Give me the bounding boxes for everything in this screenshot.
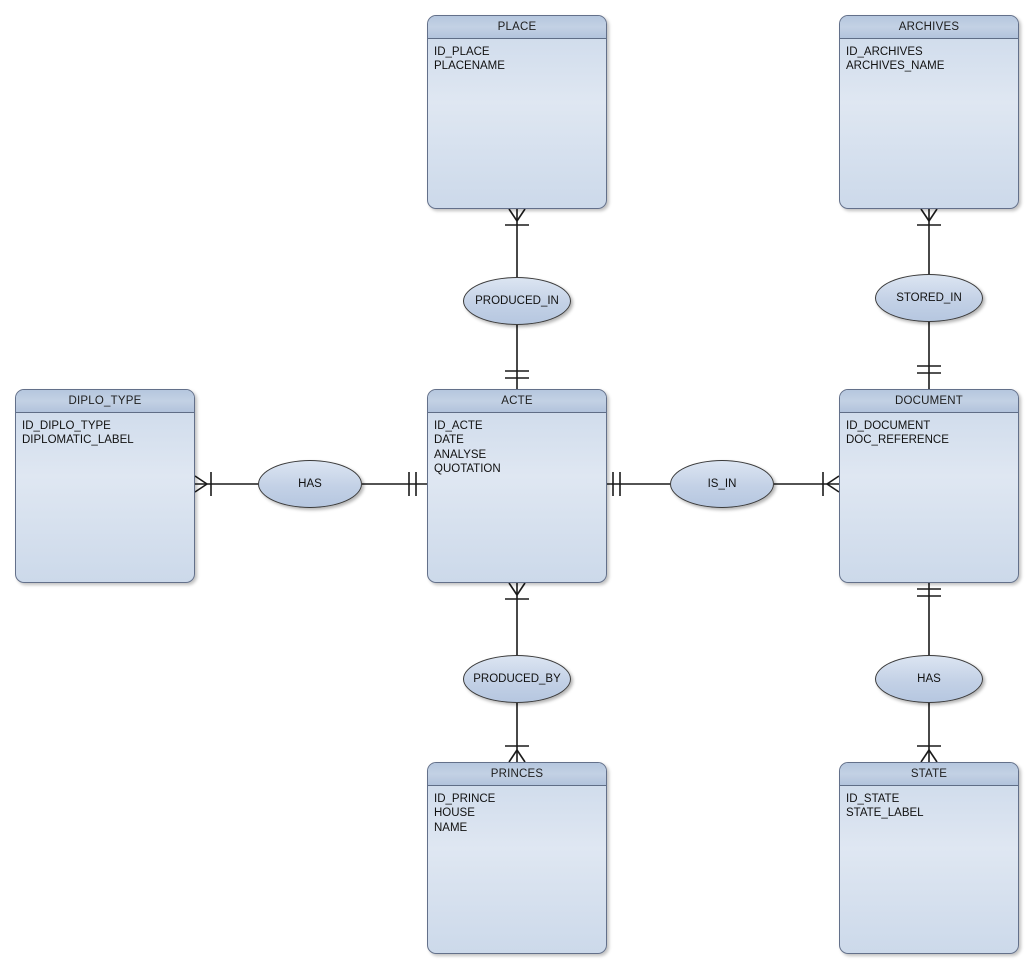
crowfoot-acte-bottom <box>508 582 526 596</box>
entity-title-document: DOCUMENT <box>840 390 1018 413</box>
entity-attributes-place: ID_PLACE PLACENAME <box>428 39 606 74</box>
entity-diplo-type[interactable]: DIPLO_TYPE ID_DIPLO_TYPE DIPLOMATIC_LABE… <box>15 389 195 583</box>
attribute: ID_DOCUMENT <box>846 420 931 432</box>
entity-attributes-acte: ID_ACTE DATE ANALYSE QUOTATION <box>428 413 606 476</box>
attribute: ID_DIPLO_TYPE <box>22 420 111 432</box>
attribute: QUOTATION <box>434 462 501 475</box>
relationship-is-in[interactable]: IS_IN <box>670 460 774 508</box>
entity-title-archives: ARCHIVES <box>840 16 1018 39</box>
relationship-has-state[interactable]: HAS <box>875 655 983 703</box>
attribute: ID_STATE <box>846 793 900 805</box>
entity-title-princes: PRINCES <box>428 763 606 786</box>
attribute: ID_PRINCE <box>434 793 496 805</box>
attribute: ID_ARCHIVES <box>846 46 923 58</box>
entity-acte[interactable]: ACTE ID_ACTE DATE ANALYSE QUOTATION <box>427 389 607 583</box>
entity-attributes-archives: ID_ARCHIVES ARCHIVES_NAME <box>840 39 1018 74</box>
entity-title-diplo-type: DIPLO_TYPE <box>16 390 194 413</box>
entity-title-state: STATE <box>840 763 1018 786</box>
crowfoot-place <box>508 208 526 222</box>
entity-archives[interactable]: ARCHIVES ID_ARCHIVES ARCHIVES_NAME <box>839 15 1019 209</box>
entity-title-acte: ACTE <box>428 390 606 413</box>
attribute: ID_PLACE <box>434 46 490 58</box>
entity-attributes-document: ID_DOCUMENT DOC_REFERENCE <box>840 413 1018 448</box>
crowfoot-archives <box>920 208 938 222</box>
relationship-produced-in[interactable]: PRODUCED_IN <box>463 277 571 325</box>
crowfoot-document <box>826 475 840 493</box>
crowfoot-state <box>920 749 938 763</box>
attribute: DATE <box>434 434 464 447</box>
attribute: DOC_REFERENCE <box>846 434 949 447</box>
entity-state[interactable]: STATE ID_STATE STATE_LABEL <box>839 762 1019 954</box>
relationship-stored-in[interactable]: STORED_IN <box>875 274 983 322</box>
entity-attributes-diplo-type: ID_DIPLO_TYPE DIPLOMATIC_LABEL <box>16 413 194 448</box>
crowfoot-princes <box>508 749 526 763</box>
attribute: STATE_LABEL <box>846 807 924 820</box>
entity-princes[interactable]: PRINCES ID_PRINCE HOUSE NAME <box>427 762 607 954</box>
attribute: NAME <box>434 821 468 834</box>
entity-attributes-state: ID_STATE STATE_LABEL <box>840 786 1018 821</box>
crowfoot-diplo-type <box>194 475 208 493</box>
entity-place[interactable]: PLACE ID_PLACE PLACENAME <box>427 15 607 209</box>
entity-attributes-princes: ID_PRINCE HOUSE NAME <box>428 786 606 835</box>
relationship-produced-by[interactable]: PRODUCED_BY <box>463 655 571 703</box>
entity-title-place: PLACE <box>428 16 606 39</box>
entity-document[interactable]: DOCUMENT ID_DOCUMENT DOC_REFERENCE <box>839 389 1019 583</box>
attribute: DIPLOMATIC_LABEL <box>22 434 134 447</box>
attribute: ARCHIVES_NAME <box>846 60 945 73</box>
attribute: PLACENAME <box>434 60 505 73</box>
relationship-has-diplo-type[interactable]: HAS <box>258 460 362 508</box>
attribute: ANALYSE <box>434 448 487 461</box>
attribute: HOUSE <box>434 807 475 820</box>
attribute: ID_ACTE <box>434 420 483 432</box>
